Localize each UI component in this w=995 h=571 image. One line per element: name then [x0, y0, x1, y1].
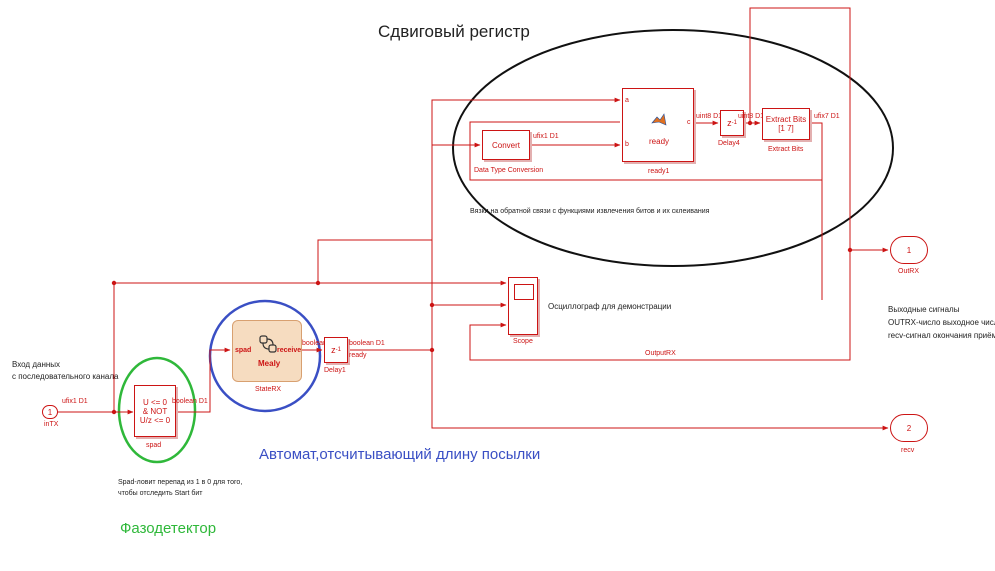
signal-staterx-out: boolean: [302, 340, 327, 347]
recv-label: recv: [901, 447, 915, 454]
ready1-text: ready: [649, 137, 670, 146]
extract-line2: [1 7]: [778, 124, 794, 133]
scope-block[interactable]: [508, 277, 538, 335]
shift-register-title: Сдвиговый регистр: [378, 22, 530, 41]
automaton-title: Автомат,отсчитывающий длину посылки: [259, 446, 541, 463]
outrx-outport[interactable]: 1: [890, 236, 928, 264]
feedback-note: Вязки на обратной связи с функциями извл…: [470, 208, 710, 215]
outrx-port-number: 1: [906, 245, 912, 255]
spad-note-line2: чтобы отследить Start бит: [118, 490, 203, 497]
signal-convert-out: ufix1 D1: [533, 133, 559, 140]
ready1-port-a: a: [625, 97, 629, 104]
wire-spad-staterx[interactable]: [176, 347, 231, 413]
convert-text: Convert: [491, 140, 520, 150]
wire-intx-spad[interactable]: [56, 282, 130, 413]
spad-note-line1: Spad-ловит перепад из 1 в 0 для того,: [118, 479, 243, 486]
outrx-label: OutRX: [898, 268, 920, 275]
signal-extract-out: ufix7 D1: [814, 113, 840, 120]
mealy-icon: [259, 335, 277, 353]
staterx-out-port: receive: [277, 347, 302, 354]
spad-line2: & NOT: [142, 406, 168, 416]
signal-output-rx: OutputRX: [645, 350, 676, 357]
signal-ready: ready: [349, 352, 367, 359]
signal-delay1-out: boolean D1: [349, 340, 385, 347]
spad-line3: U/z <= 0: [139, 415, 171, 425]
ready1-port-b: b: [625, 141, 629, 148]
spad-line1: U <= 0: [142, 397, 167, 407]
shift-register-ellipse: [452, 29, 894, 267]
phase-detector-title: Фазодетектор: [120, 520, 217, 537]
signal-intx-out: ufix1 D1: [62, 398, 88, 405]
staterx-chart-type: Mealy: [258, 359, 281, 368]
intx-port-number: 1: [47, 407, 53, 417]
input-note-line1: Вход данных: [12, 360, 61, 369]
ready1-label: ready1: [648, 168, 670, 175]
extract-line1: Extract Bits: [765, 115, 807, 124]
convert-label: Data Type Conversion: [474, 167, 544, 174]
input-note-line2: с последовательного канала: [12, 372, 119, 381]
delay4-block[interactable]: z-1: [720, 110, 744, 136]
oscilloscope-note: Осциллограф для демонстрации: [548, 302, 672, 311]
signal-spad-out: boolean D1: [172, 398, 208, 405]
spad-block[interactable]: U <= 0 & NOT U/z <= 0: [134, 385, 176, 437]
intx-label: inTX: [44, 421, 59, 428]
delay4-label: Delay4: [718, 140, 740, 147]
delay1-block[interactable]: z-1: [324, 337, 348, 363]
delay1-symbol: z: [331, 345, 336, 355]
extract-label: Extract Bits: [768, 146, 804, 153]
staterx-label: StateRX: [255, 386, 282, 393]
intx-inport[interactable]: 1: [42, 405, 58, 419]
spad-label: spad: [146, 442, 162, 449]
outputs-note-line1: Выходные сигналы: [888, 305, 960, 314]
staterx-in-port: spad: [235, 347, 252, 354]
signal-delay4-out: uint8 D1: [738, 113, 765, 120]
recv-port-number: 2: [906, 423, 912, 433]
extract-bits-block[interactable]: Extract Bits [1 7]: [762, 108, 810, 140]
scope-screen-icon: [514, 284, 534, 300]
outputs-note-line2: OUTRX-число выходное число: [888, 318, 995, 327]
ready1-port-c: c: [687, 119, 691, 126]
matlab-icon: [651, 113, 667, 126]
delay1-exp: -1: [335, 347, 341, 353]
outputs-note-line3: recv-сигнал окончания приёма: [888, 331, 995, 340]
convert-block[interactable]: Convert: [482, 130, 530, 160]
staterx-chart[interactable]: spad receive Mealy: [232, 320, 302, 382]
delay1-label: Delay1: [324, 367, 346, 374]
recv-outport[interactable]: 2: [890, 414, 928, 442]
ready1-block[interactable]: a b c ready: [622, 88, 694, 162]
signal-ready1-out: uint8 D1: [696, 113, 723, 120]
scope-label: Scope: [513, 338, 533, 345]
delay4-symbol: z: [727, 118, 732, 128]
phase-detector-ellipse: [117, 356, 197, 464]
delay4-exp: -1: [731, 120, 737, 126]
